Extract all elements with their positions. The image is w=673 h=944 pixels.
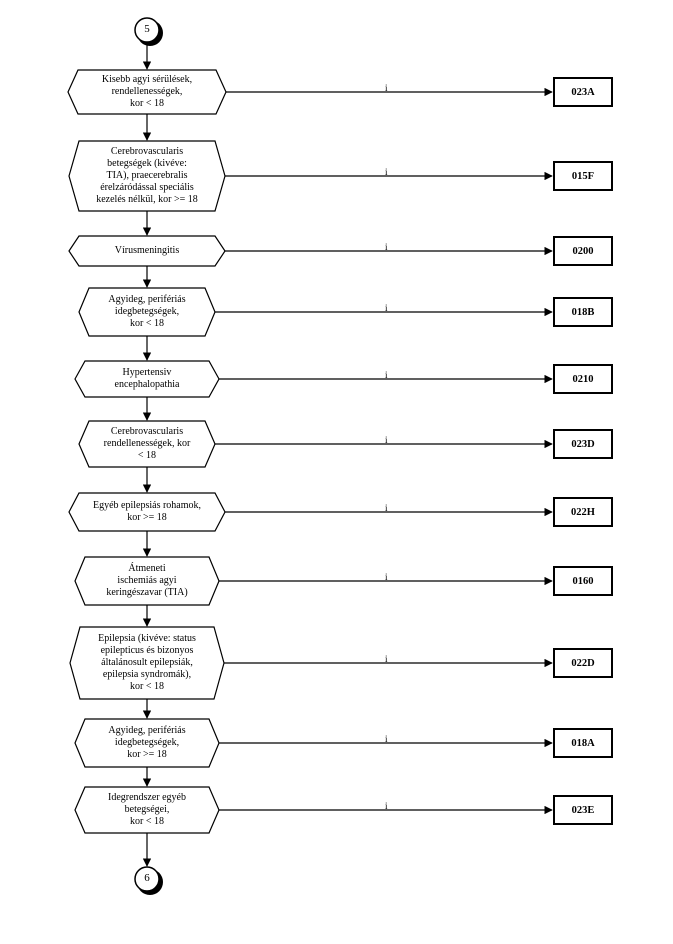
decision-node-2 bbox=[68, 140, 226, 212]
decision-text-lines: Epilepsia (kivéve: status epilepticus és… bbox=[98, 633, 196, 692]
decision-text-2: Cerebrovascularis betegségek (kivéve: TI… bbox=[79, 141, 215, 211]
decision-text-3: Vírusmeningitis bbox=[79, 236, 215, 266]
edge-label-5: i bbox=[385, 370, 388, 380]
edge-label-3: i bbox=[385, 242, 388, 252]
decision-node-7 bbox=[68, 492, 226, 532]
decision-text-1: Kisebb agyi sérülések, rendellenességek,… bbox=[78, 70, 216, 114]
decision-text-lines: Agyideg, perifériás idegbetegségek, kor … bbox=[108, 294, 186, 329]
decision-text-lines: Kisebb agyi sérülések, rendellenességek,… bbox=[101, 74, 193, 109]
code-box-022h: 022H bbox=[553, 497, 613, 527]
edge-label-2: i bbox=[385, 167, 388, 177]
connector-start-circle bbox=[134, 17, 160, 43]
code-box-015f: 015F bbox=[553, 161, 613, 191]
decision-text-lines: Cerebrovascularis rendellenességek, kor … bbox=[103, 426, 191, 461]
edge-label-9: i bbox=[385, 654, 388, 664]
edge-label-11: i bbox=[385, 801, 388, 811]
decision-text-10: Agyideg, perifériás idegbetegségek, kor … bbox=[85, 719, 209, 767]
decision-node-10 bbox=[74, 718, 220, 768]
connector-end-label: 6 bbox=[144, 872, 150, 884]
code-box-023d: 023D bbox=[553, 429, 613, 459]
decision-node-4 bbox=[78, 287, 216, 337]
edge-label-10: i bbox=[385, 734, 388, 744]
edge-label-4: i bbox=[385, 303, 388, 313]
code-box-023e: 023E bbox=[553, 795, 613, 825]
code-box-018a: 018A bbox=[553, 728, 613, 758]
code-box-022d: 022D bbox=[553, 648, 613, 678]
decision-node-11 bbox=[74, 786, 220, 834]
decision-node-8 bbox=[74, 556, 220, 606]
connector-end bbox=[134, 866, 163, 895]
decision-text-lines: Egyéb epilepsiás rohamok, kor >= 18 bbox=[92, 500, 202, 523]
connector-start bbox=[134, 17, 163, 46]
code-box-018b: 018B bbox=[553, 297, 613, 327]
decision-text-lines: Idegrendszer egyéb betegségei, kor < 18 bbox=[107, 792, 186, 827]
code-box-023a: 023A bbox=[553, 77, 613, 107]
decision-text-4: Agyideg, perifériás idegbetegségek, kor … bbox=[89, 288, 205, 336]
decision-text-7: Egyéb epilepsiás rohamok, kor >= 18 bbox=[79, 493, 215, 531]
edge-label-1: i bbox=[385, 83, 388, 93]
edge-label-7: i bbox=[385, 503, 388, 513]
connector-end-circle bbox=[134, 866, 160, 892]
connector-start-label: 5 bbox=[144, 23, 150, 35]
code-box-0210: 0210 bbox=[553, 364, 613, 394]
decision-node-1 bbox=[67, 69, 227, 115]
decision-text-lines: Agyideg, perifériás idegbetegségek, kor … bbox=[108, 725, 186, 760]
code-box-0200: 0200 bbox=[553, 236, 613, 266]
decision-text-9: Epilepsia (kivéve: status epilepticus és… bbox=[80, 627, 214, 699]
decision-text-5: Hypertensiv encephalopathia bbox=[85, 361, 209, 397]
decision-text-6: Cerebrovascularis rendellenességek, kor … bbox=[89, 421, 205, 467]
decision-node-9 bbox=[69, 626, 225, 700]
code-box-0160: 0160 bbox=[553, 566, 613, 596]
edge-label-6: i bbox=[385, 435, 388, 445]
decision-node-5 bbox=[74, 360, 220, 398]
decision-text-lines: Vírusmeningitis bbox=[114, 245, 180, 256]
decision-text-lines: Cerebrovascularis betegségek (kivéve: TI… bbox=[96, 146, 198, 205]
decision-text-11: Idegrendszer egyéb betegségei, kor < 18 bbox=[85, 787, 209, 833]
decision-text-8: Átmeneti ischemiás agyi keringészavar (T… bbox=[85, 557, 209, 605]
decision-text-lines: Hypertensiv encephalopathia bbox=[114, 367, 180, 390]
decision-node-6 bbox=[78, 420, 216, 468]
decision-node-3 bbox=[68, 235, 226, 267]
decision-text-lines: Átmeneti ischemiás agyi keringészavar (T… bbox=[106, 563, 188, 598]
edge-label-8: i bbox=[385, 572, 388, 582]
